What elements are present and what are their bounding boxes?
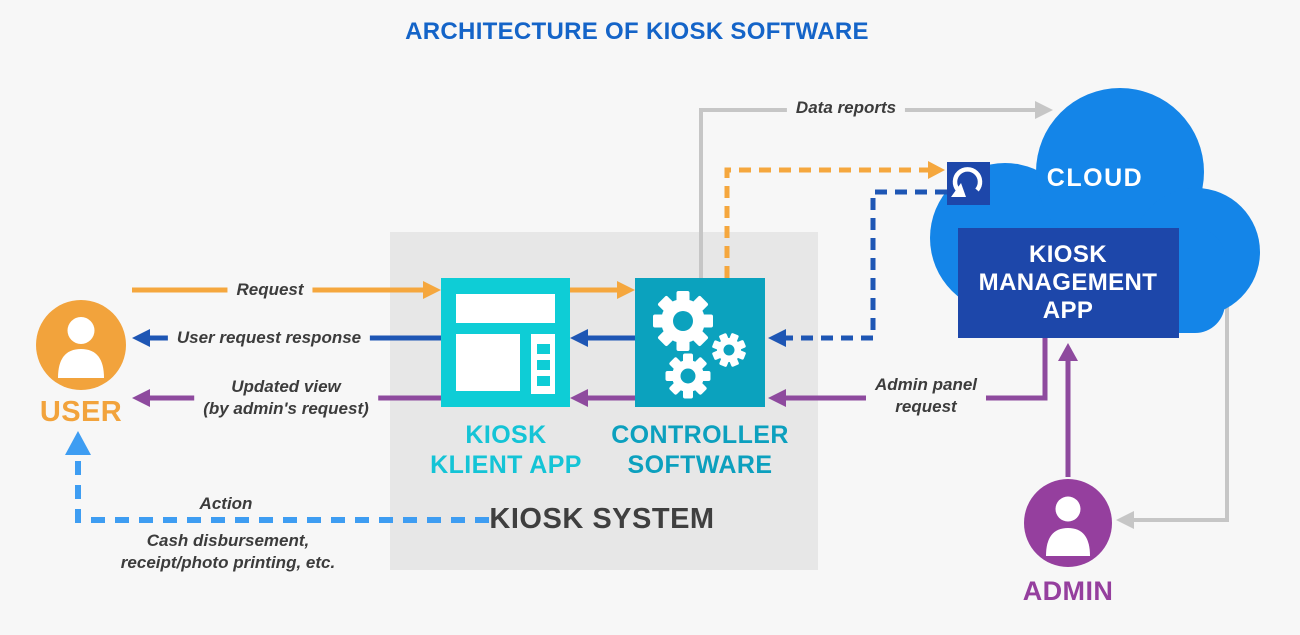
- request-label: Request: [227, 279, 313, 301]
- updated-view-arrow-2: [570, 389, 635, 407]
- response-arrow-2: [570, 329, 635, 347]
- kiosk-management-app-box: [958, 228, 1179, 338]
- user-person-icon: [36, 300, 126, 390]
- cloud-to-controller-dashed-arrow: [768, 189, 947, 347]
- action-dashed-arrow: [65, 431, 489, 523]
- admin-label: ADMIN: [1022, 576, 1114, 606]
- admin-panel-request-label: Admin panel request: [865, 374, 987, 418]
- controller-to-cloud-dashed-arrow: [724, 161, 945, 278]
- action-detail-label: Cash disbursement, receipt/photo printin…: [120, 531, 336, 572]
- data-reports-arrow: [699, 101, 1053, 278]
- data-reports-label: Data reports: [786, 97, 906, 119]
- sync-refresh-icon: [947, 162, 990, 205]
- action-label: Action: [199, 494, 253, 513]
- cloud-label: CLOUD: [1046, 164, 1144, 192]
- cloud-to-admin-arrow: [1116, 250, 1229, 529]
- admin-to-management-arrow: [1058, 343, 1078, 477]
- updated-view-label: Updated view (by admin's request): [194, 376, 378, 420]
- kiosk-klient-app-box: [441, 278, 570, 407]
- kiosk-system-label: KIOSK SYSTEM: [489, 503, 715, 535]
- request-arrow-2: [570, 281, 635, 299]
- controller-software-label: CONTROLLER SOFTWARE: [611, 421, 789, 479]
- admin-person-icon: [1024, 479, 1112, 567]
- kiosk-management-app-label: KIOSK MANAGEMENT APP: [978, 241, 1158, 324]
- user-request-response-label: User request response: [167, 327, 371, 349]
- user-label: USER: [39, 396, 123, 428]
- diagram-title: ARCHITECTURE OF KIOSK SOFTWARE: [405, 18, 869, 45]
- kiosk-screen-icon: [456, 294, 555, 394]
- gears-icon: [653, 291, 746, 399]
- kiosk-klient-app-label: KIOSK KLIENT APP: [430, 421, 582, 479]
- controller-software-box: [635, 278, 765, 407]
